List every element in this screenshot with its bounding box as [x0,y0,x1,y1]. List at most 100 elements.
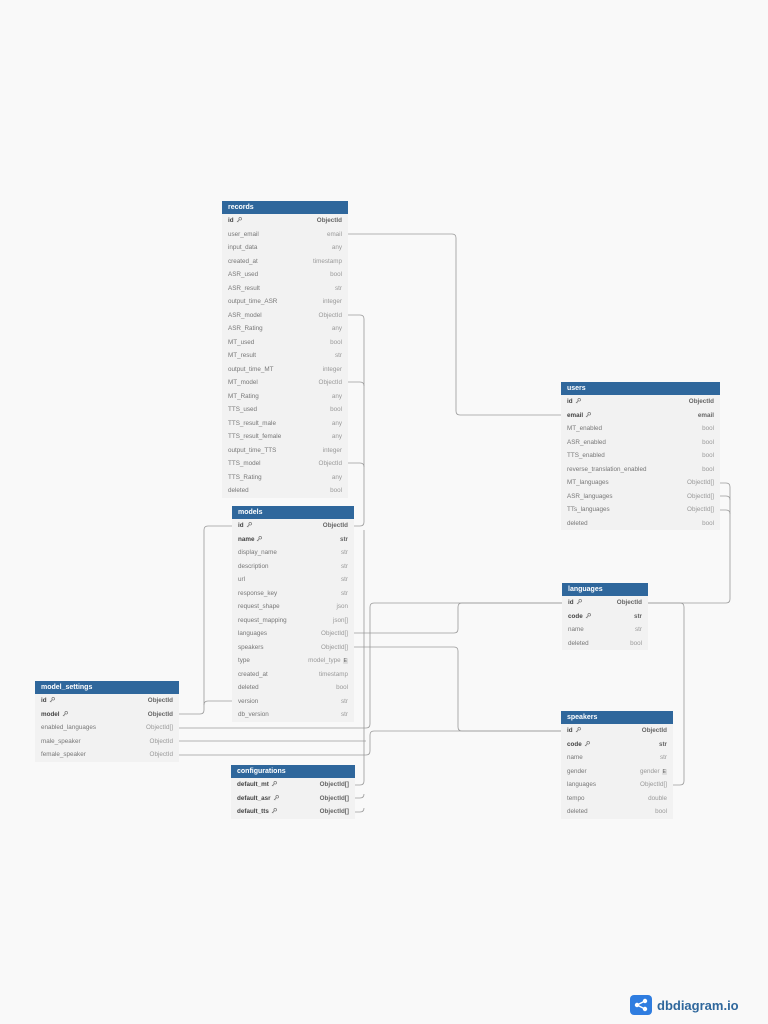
link-users-tts-languages [720,509,731,515]
field-name: MT_used [228,338,255,346]
field-name: deleted [228,487,249,494]
field-type: str [341,589,348,597]
field-name: TTS_Rating [228,473,262,481]
field-type: ObjectId [688,398,714,405]
field-name: MT_enabled [567,425,603,432]
table-header[interactable]: model_settings [35,681,179,694]
table-header[interactable]: speakers [561,711,673,724]
field-name: type [238,657,250,664]
field-name: female_speaker [41,751,86,758]
table-header[interactable]: records [222,201,348,214]
field-name: TTS_model [228,460,261,467]
table-header[interactable]: configurations [231,765,355,778]
field-name: request_mapping [238,616,287,624]
field-name: TTS_result_female [228,433,282,440]
field-type: bool [336,684,348,691]
table-header[interactable]: languages [562,583,648,596]
table-header[interactable]: users [561,382,720,395]
field-name: display_name [238,549,277,556]
field-type: email [326,230,342,238]
field-type: str [633,612,642,620]
field-name: deleted [567,519,588,527]
brand-logo[interactable]: dbdiagram.io [630,995,739,1015]
field-type: ObjectId[] [687,479,714,486]
table-header[interactable]: models [232,506,354,519]
field-type: timestamp [318,670,348,678]
field-type: str [335,352,342,359]
